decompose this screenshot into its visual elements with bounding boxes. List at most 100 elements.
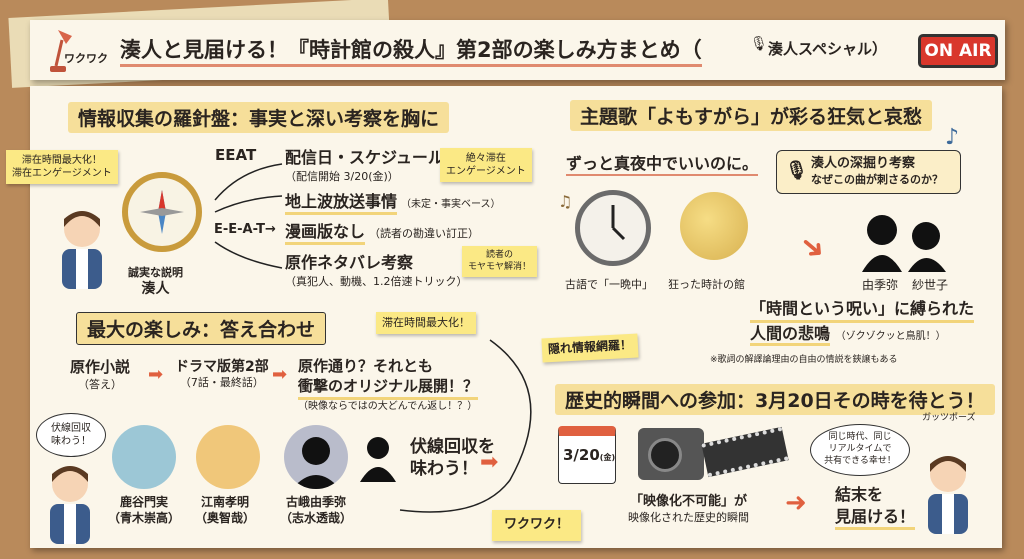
info-item-manga: 漫画版なし （読者の勘違い訂正） — [285, 218, 479, 245]
cast-name: 江南孝明（奥智哉） — [195, 495, 255, 526]
curse-callout: 「時間という呪い」に縛られた 人間の悲鳴 （ゾクゾクッと鳥肌！） — [750, 298, 975, 347]
artist-name: ずっと真夜中でいいのに。 — [566, 150, 759, 176]
info-title: 配信日・スケジュール — [285, 148, 444, 167]
bubble-line: 共有できる幸せ！ — [824, 455, 896, 466]
cast-portrait-yukiya — [284, 425, 348, 489]
character-name: 由季弥 — [862, 278, 899, 292]
info-item-schedule: 配信日・スケジュール （配信開始 3/20(金)） — [285, 144, 444, 184]
finale-line: 見届ける！ — [835, 506, 916, 531]
info-sub: （読者の勘違い訂正） — [369, 227, 480, 240]
title-special: 湊人スペシャル） — [768, 40, 887, 58]
curse-line2: 人間の悲鳴 — [750, 324, 831, 347]
speech-bubble: 同じ時代、同じリアルタイムで共有できる幸せ！ — [810, 424, 910, 476]
cast-portrait-shishiya — [112, 425, 176, 489]
deep-dive-title: 湊人の深掘り考察 — [811, 156, 916, 171]
note-engagement: 滞在時間最大化！ 滞在エンゲージメント — [6, 150, 118, 184]
presenter-avatar — [40, 460, 100, 544]
info-title: 漫画版なし — [285, 218, 366, 245]
character-name: 紗世子 — [912, 278, 949, 292]
arrow-right-icon: ➡ — [148, 364, 164, 385]
note-wakuwaku: ワクワク！ — [492, 510, 582, 541]
deep-dive-box: 🎙 湊人の深掘り考察 なぜこの曲が刺さるのか？ — [776, 150, 961, 194]
arrow-right-icon: ➡ — [480, 450, 499, 475]
note-line: 滞在エンゲージメント — [12, 168, 112, 179]
cast-name: 鹿谷門実（青木崇高） — [108, 495, 180, 526]
clock-label: 古語で「一晩中」 — [565, 278, 653, 291]
finale-callout: 結末を 見届ける！ — [835, 484, 916, 531]
section3-header: 主題歌「よもすがら」が彩る狂気と哀愁 — [570, 100, 933, 131]
deep-dive-sub: なぜこの曲が刺さるのか？ — [811, 172, 943, 186]
section1-header: 情報収集の羅針盤：事実と深い考察を胸に — [68, 102, 450, 133]
on-air-sign: ON AIR — [918, 34, 998, 68]
cast-actor: （奥智哉） — [195, 510, 256, 525]
note-reader: 読者の モヤモヤ解消！ — [462, 246, 538, 278]
flow-novel: 原作小説 （答え） — [70, 358, 130, 392]
bubble-line: 同じ時代、同じ — [828, 432, 892, 443]
silhouette-icon — [358, 432, 398, 486]
full-moon-icon — [680, 192, 748, 260]
info-item-broadcast: 地上波放送事情 （未定・事実ベース） — [285, 188, 501, 215]
silhouettes-icon — [860, 212, 950, 276]
note-hidden-info: 隠れ情報網羅！ — [541, 333, 639, 363]
clock-icon — [575, 190, 651, 266]
compass-icon — [122, 172, 202, 252]
section4-header: 歴史的瞬間への参加：3月20日その時を待とう！ — [555, 384, 995, 415]
note-line: 読者の — [486, 250, 514, 260]
note-maximize: 滞在時間最大化！ — [376, 312, 476, 335]
info-title: 原作ネタバレ考察 — [285, 253, 414, 272]
note-line: 滞在時間最大化！ — [21, 155, 102, 166]
cast-portrait-konan — [196, 425, 260, 489]
eeat-arrow-label: E-E-A-T→ — [214, 222, 276, 237]
arrow-right-icon: ➡ — [272, 364, 288, 385]
curved-arrow-icon: ➜ — [785, 488, 807, 518]
pose-label: ガッツポーズ — [922, 413, 976, 423]
calendar-day: (金) — [599, 453, 616, 462]
enjoy-line: 味わう！ — [410, 459, 478, 480]
flow-title: ドラマ版第2部 — [175, 359, 269, 375]
flow-title: 原作小説 — [70, 358, 131, 376]
info-sub: （配信開始 3/20(金)） — [285, 170, 399, 183]
calendar-date: 3/20 — [563, 446, 600, 464]
music-note-icon: ♫ — [558, 192, 573, 211]
flow-sub: （7話・最終話） — [179, 376, 264, 390]
section2-header: 最大の楽しみ：答え合わせ — [76, 312, 327, 345]
calendar-icon: 3/20(金) — [558, 426, 616, 484]
info-title: 地上波放送事情 — [285, 188, 398, 215]
curse-sub: （ゾクゾクッと鳥肌！） — [835, 331, 946, 343]
mic-icon: 🎙 — [785, 160, 808, 181]
presenter-name: 湊人 — [141, 281, 170, 298]
moon-label: 狂った時計の館 — [668, 278, 745, 291]
note-line: エンゲージメント — [446, 166, 526, 177]
cast-name: 古峨由季弥（志水透哉） — [280, 495, 352, 526]
enjoy-line: 伏線回収を — [410, 437, 495, 457]
finale-line: 結末を — [835, 485, 884, 504]
bubble-line: リアルタイムで — [828, 444, 892, 455]
connector-curve — [399, 339, 532, 513]
flow-title2: 衝撃のオリジナル展開！？ — [298, 376, 479, 400]
bubble-line: 味わう！ — [51, 436, 91, 447]
flow-sub: （映像ならではの大どんでん返し！？） — [298, 400, 478, 412]
camera-caption: 「映像化不可能」が 映像化された歴史的瞬間 — [628, 494, 749, 525]
note-line: 絶々滞在 — [465, 153, 506, 164]
branch-arrows — [214, 163, 283, 269]
speech-bubble: 伏線回収味わう！ — [36, 413, 106, 457]
note-engage: 絶々滞在 エンゲージメント — [440, 148, 532, 182]
cast-role: 江南孝明 — [201, 495, 250, 509]
title-exclaim: ワクワク — [64, 52, 108, 65]
info-item-spoiler: 原作ネタバレ考察 （真犯人、動機、1.2倍速トリック） — [285, 249, 468, 289]
bubble-line: 伏線回収 — [51, 423, 91, 434]
presenter-caption: 誠実な説明 — [128, 266, 183, 279]
caption-line: 映像化された歴史的瞬間 — [628, 510, 749, 524]
cast-role: 古峨由季弥 — [286, 495, 347, 509]
eeat-label: EEAT — [215, 146, 257, 164]
cast-role: 鹿谷門実 — [120, 495, 169, 509]
cast-actor: （志水透哉） — [280, 510, 353, 525]
flow-sub: （答え） — [78, 377, 122, 391]
presenter-label: 誠実な説明 湊人 — [128, 266, 183, 298]
curse-line1: 「時間という呪い」に縛られた — [750, 298, 975, 324]
music-note-icon: ♪ — [945, 125, 960, 150]
flow-drama: ドラマ版第2部 （7話・最終話） — [175, 358, 269, 390]
flow-title: 原作通り？それとも — [298, 357, 434, 375]
title-banner: ワクワク 湊人と見届ける！『時計館の殺人』第2部の楽しみ方まとめ（ 🎙 湊人スペ… — [30, 20, 1005, 80]
mic-icon: 🎙 — [750, 36, 768, 52]
